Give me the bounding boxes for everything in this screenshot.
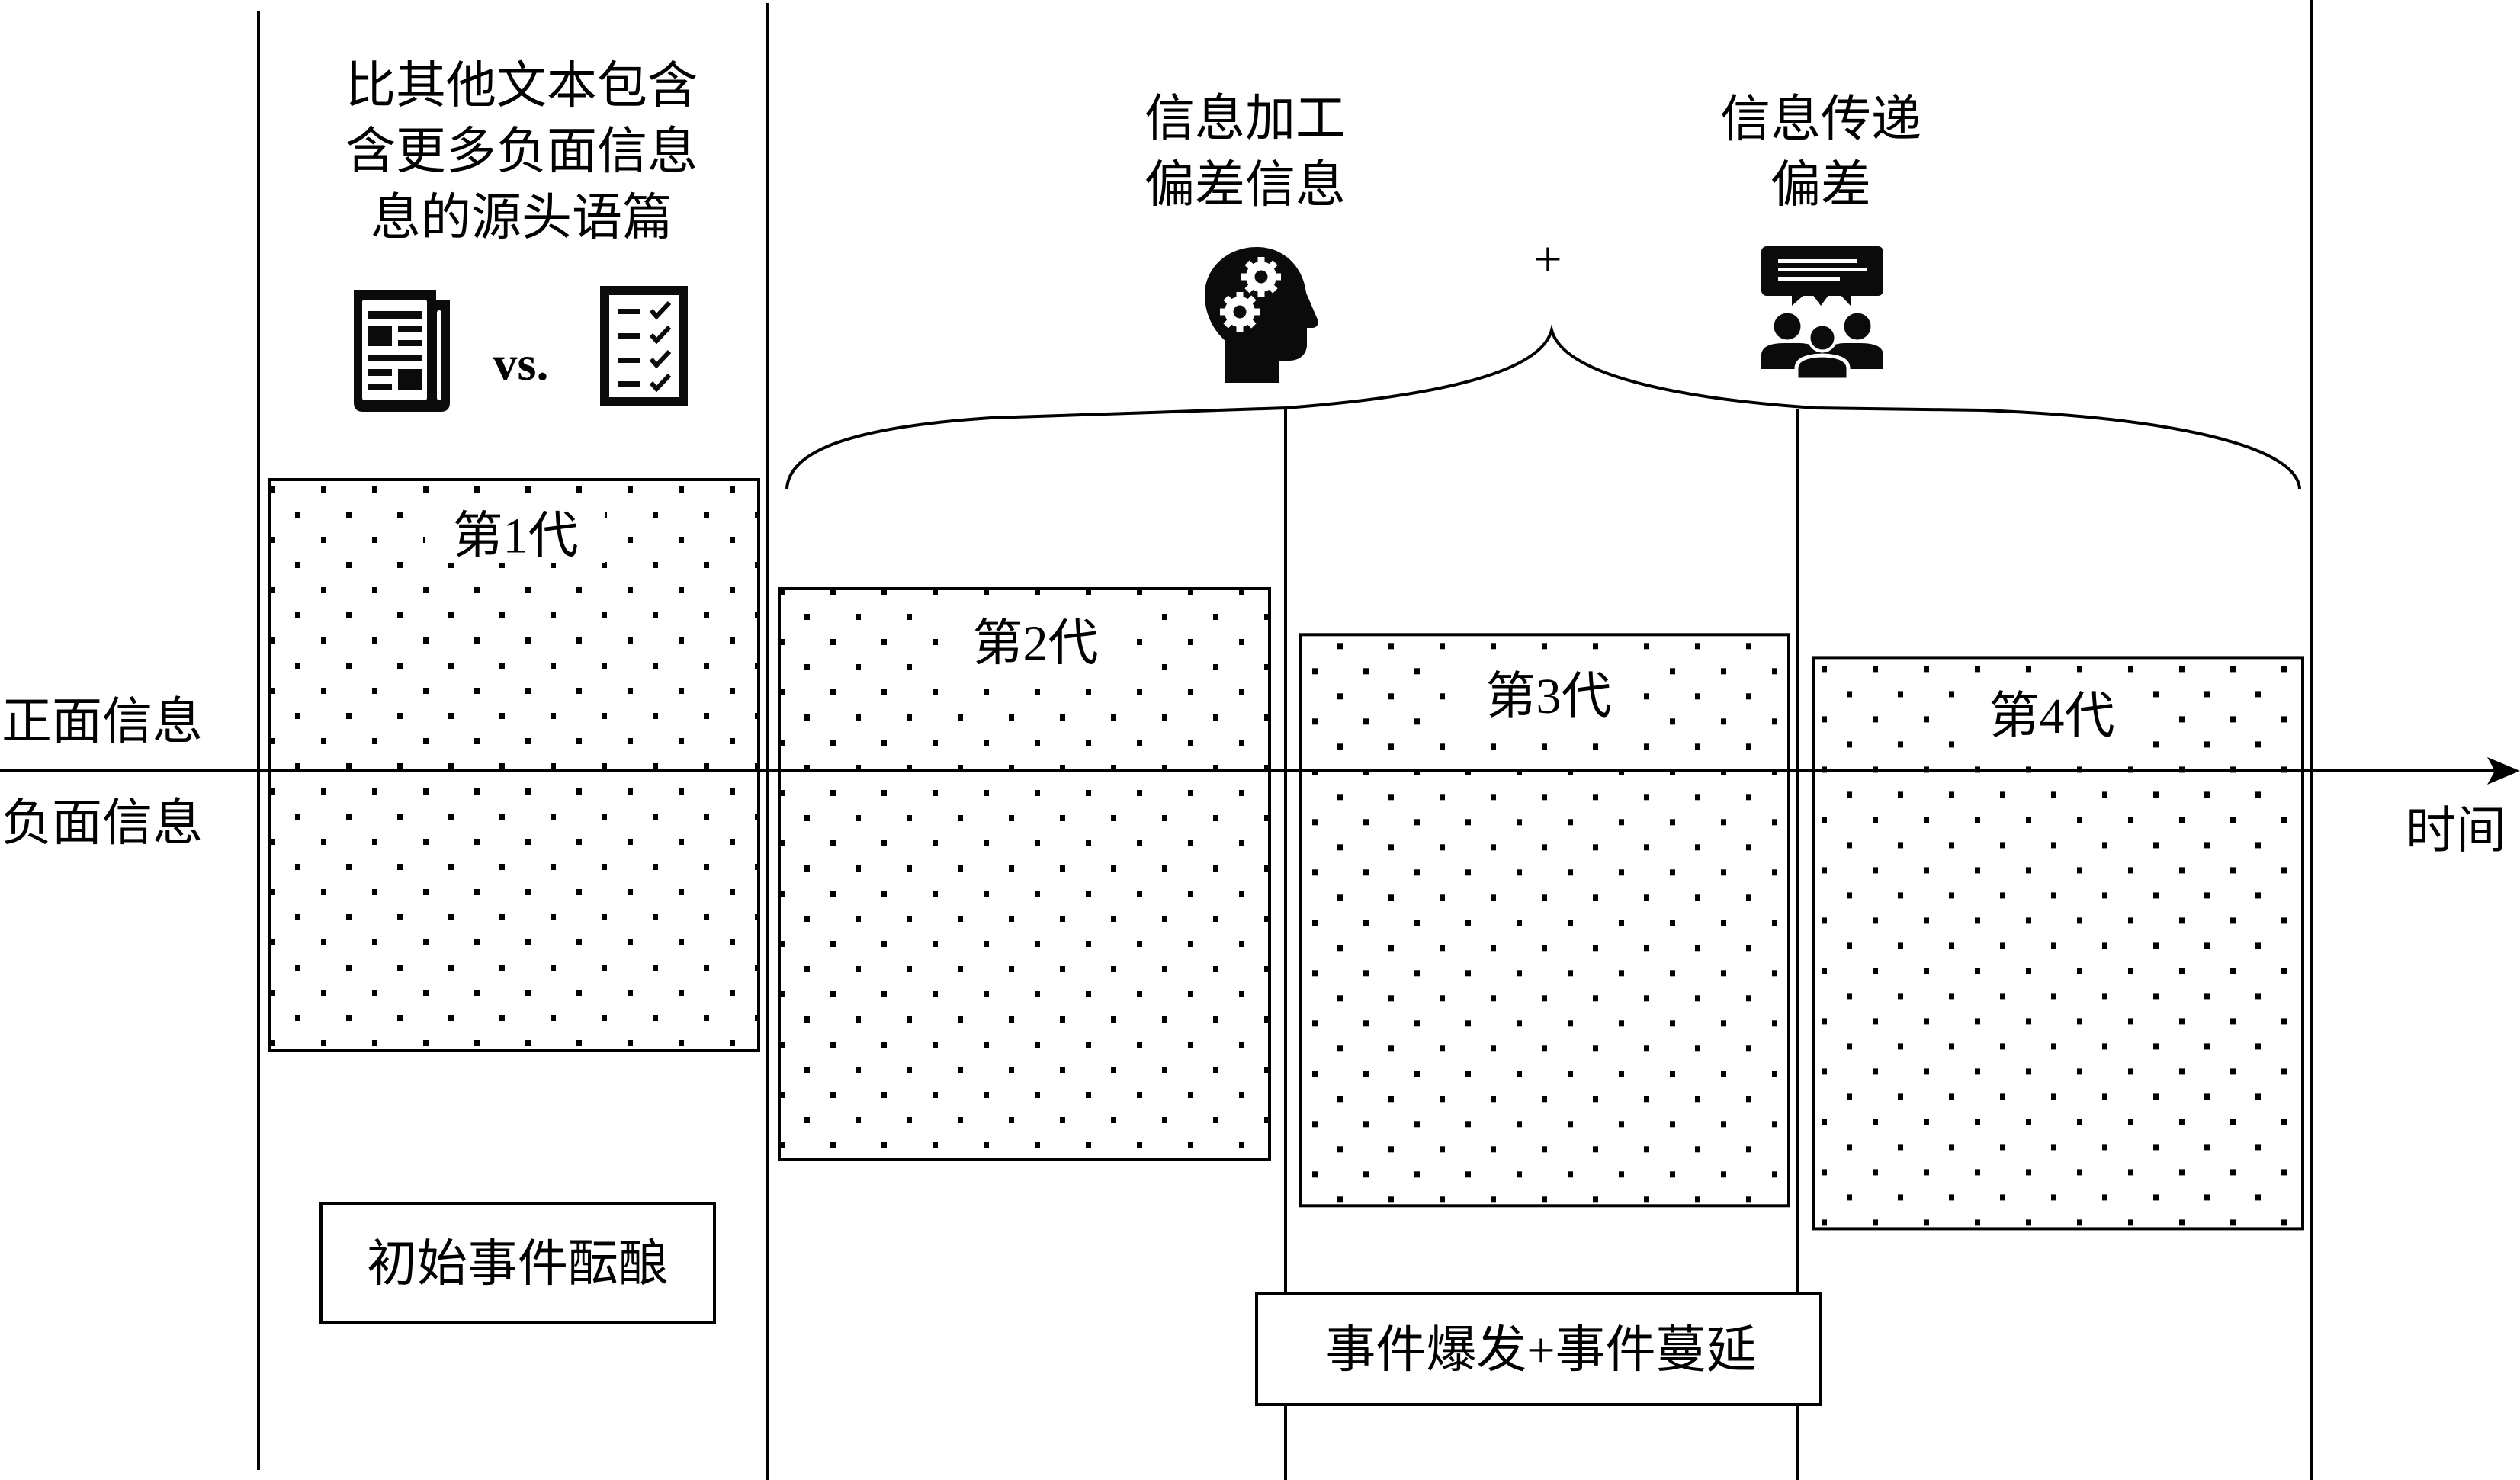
- source-phase-heading: 比其他文本包含 含更多负面信息 息的源头语篇: [345, 59, 698, 246]
- stage-label: 初始事件酝酿: [367, 1237, 669, 1292]
- generation-box-1: 第1代: [268, 478, 760, 1052]
- plus-sign: +: [1533, 232, 1562, 287]
- negative-info-label: 负面信息: [2, 796, 203, 852]
- label-backdrop: [945, 605, 1125, 680]
- transmission-bias-line: 偏差: [1770, 158, 1871, 213]
- label-backdrop: [1962, 679, 2142, 756]
- processing-bias-line: 偏差信息: [1144, 158, 1346, 213]
- stage-box-incubation: 初始事件酝酿: [319, 1202, 716, 1324]
- generation-box-2: 第2代: [778, 587, 1271, 1161]
- heading-line: 比其他文本包含: [345, 59, 698, 114]
- checklist-icon: [600, 286, 688, 406]
- arrow-right-icon: [2487, 757, 2520, 785]
- generation-label: 第4代: [1989, 689, 2115, 744]
- newspaper-icon: [354, 290, 450, 412]
- gear-icon: [1241, 257, 1281, 297]
- generation-box-4: 第4代: [1812, 656, 2304, 1231]
- time-axis: 正面信息 负面信息 时间: [0, 695, 2520, 859]
- comparison-separator: vs.: [493, 336, 549, 390]
- label-backdrop: [1459, 657, 1639, 737]
- head-gears-icon: [1205, 247, 1318, 383]
- generation-label: 第1代: [453, 509, 579, 564]
- transmission-bias: 信息传递 偏差: [1720, 92, 1921, 382]
- dot-pattern-fill: [268, 478, 760, 1052]
- generation-label: 第2代: [973, 616, 1099, 672]
- stage-label: 事件爆发+事件蔓延: [1325, 1323, 1756, 1379]
- column-dividers: [257, 0, 2313, 1480]
- time-label: 时间: [2406, 804, 2506, 859]
- gear-icon: [1220, 292, 1260, 332]
- dot-pattern-fill: [778, 587, 1271, 1161]
- generation-label: 第3代: [1486, 669, 1612, 724]
- group-discussion-icon: [1761, 246, 1883, 382]
- transmission-bias-line: 信息传递: [1720, 92, 1921, 148]
- heading-line: 含更多负面信息: [345, 124, 698, 180]
- generation-box-3: 第3代: [1299, 633, 1790, 1208]
- positive-info-label: 正面信息: [2, 695, 203, 750]
- curly-brace: [785, 324, 2301, 490]
- label-backdrop: [425, 498, 605, 563]
- processing-bias-line: 信息加工: [1144, 91, 1346, 147]
- processing-bias: 信息加工 偏差信息: [1144, 91, 1346, 383]
- stage-box-outbreak: 事件爆发+事件蔓延: [1255, 1292, 1822, 1406]
- heading-line: 息的源头语篇: [371, 191, 673, 246]
